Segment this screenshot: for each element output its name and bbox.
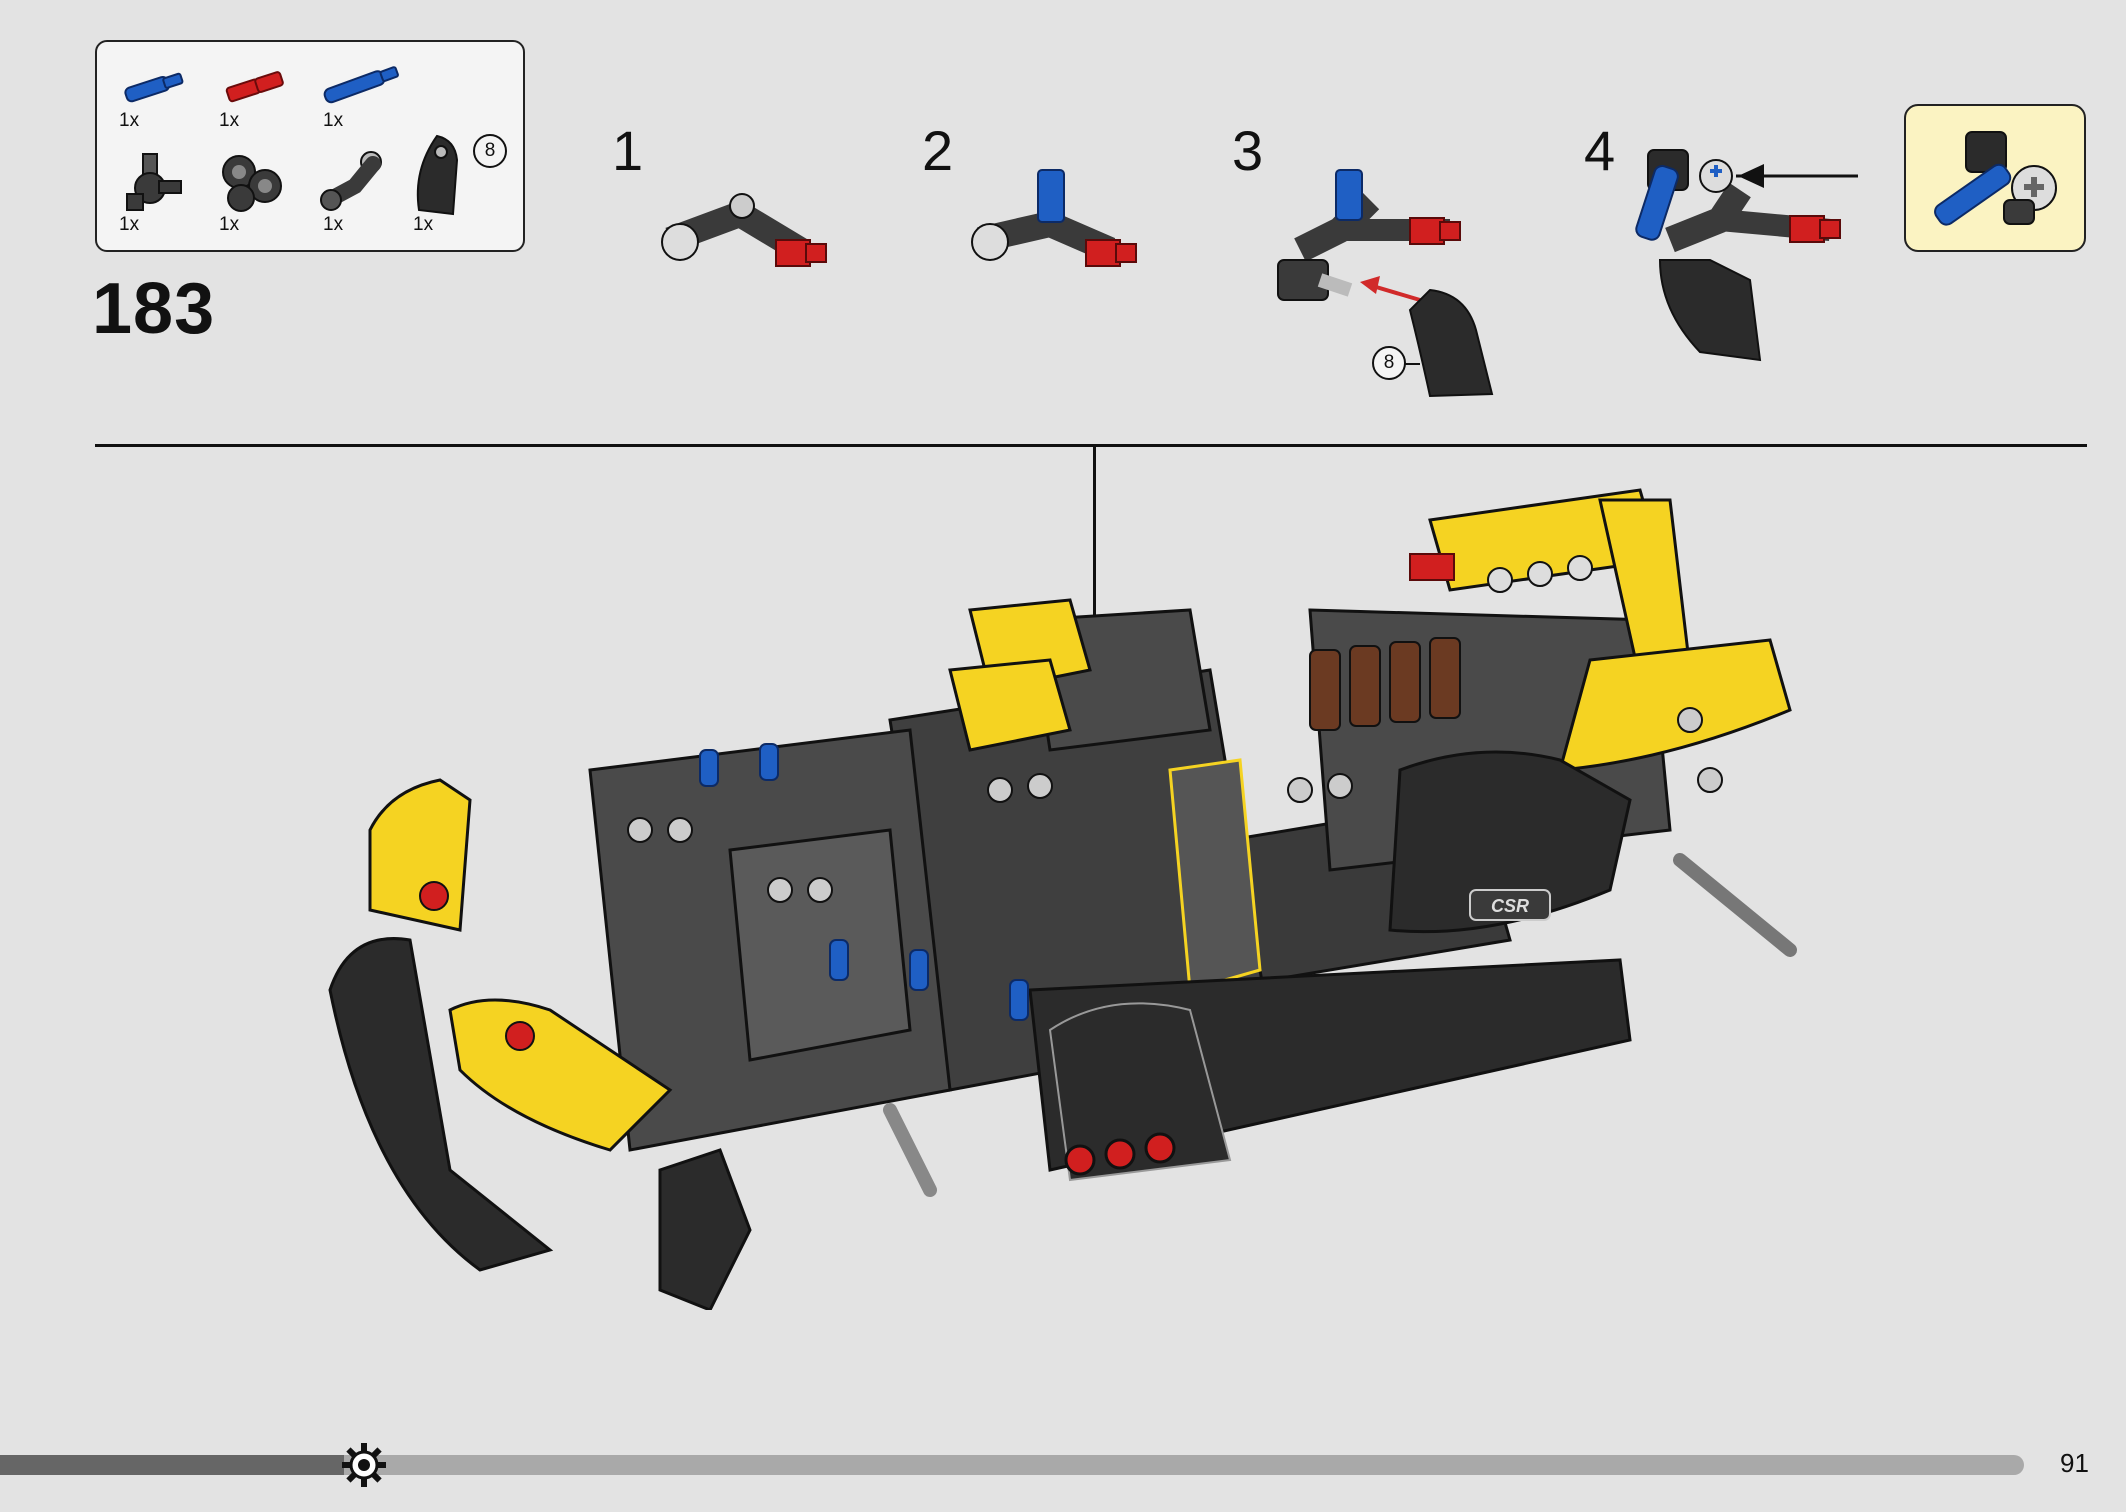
part-qty: 1x (323, 110, 344, 131)
part-angle-connector (315, 144, 405, 234)
substep-1-illustration (661, 193, 827, 267)
substep-label: 2 (922, 119, 954, 182)
section-divider (95, 444, 2087, 447)
part-qty: 1x (323, 214, 344, 235)
part-panel-fairing (407, 130, 497, 220)
part-qty: 1x (219, 110, 240, 131)
zoom-callout-box (1904, 104, 2086, 252)
page-number: 91 (2060, 1448, 2089, 1478)
substep-label: 1 (612, 119, 644, 182)
progress-bar (0, 1455, 2024, 1475)
gear-icon (342, 1443, 386, 1487)
substep-3-illustration (1277, 169, 1494, 398)
part-red-axle-pin (217, 62, 307, 152)
part-qty: 1x (119, 214, 140, 235)
part-qty: 1x (119, 110, 140, 131)
part-axle-connector-hub (117, 148, 207, 238)
zoom-pin-illustration (1934, 131, 2057, 226)
part-blue-axle-pin (117, 62, 207, 152)
part-blue-long-pin (317, 56, 407, 146)
part-callout-number: 8 (473, 134, 507, 168)
substep-4-illustration (1635, 149, 1858, 362)
part-triple-pin-connector (215, 146, 305, 236)
substep-2-illustration (971, 169, 1137, 267)
parts-list-box: 1x 1x 1x 1x (95, 40, 525, 252)
substep-3-callout-number: 8 (1372, 346, 1406, 380)
part-qty: 1x (413, 214, 434, 235)
substep-label: 4 (1584, 119, 1616, 182)
model-badge-text: CSR (1491, 896, 1529, 916)
main-model-illustration: CSR (328, 488, 1797, 1310)
part-qty: 1x (219, 214, 240, 235)
substep-label: 3 (1232, 119, 1264, 182)
progress-bar-fill (0, 1455, 345, 1475)
step-number: 183 (92, 269, 216, 349)
